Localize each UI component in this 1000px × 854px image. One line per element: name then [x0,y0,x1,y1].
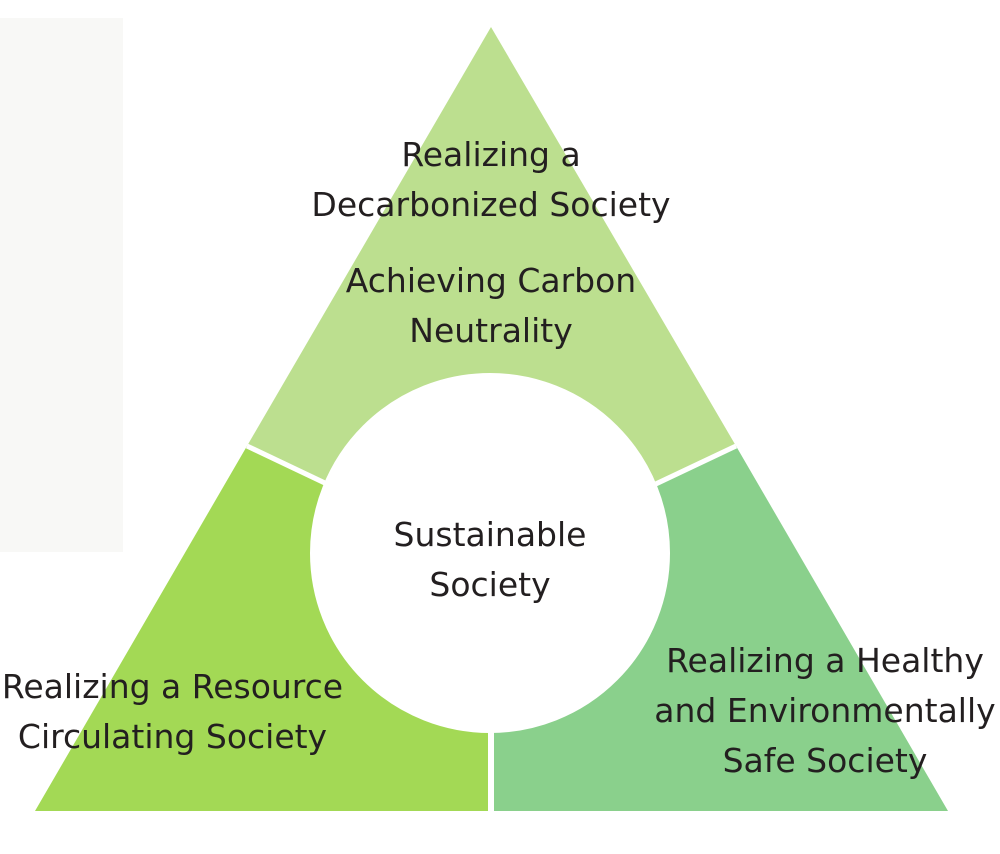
center-label-line-1: Sustainable [393,515,587,554]
right-label: Realizing a Healthy and Environmentally … [650,636,1000,786]
right-label-line-3: Safe Society [722,741,928,780]
center-label-line-2: Society [429,565,551,604]
top-heading: Realizing a Decarbonized Society [291,130,691,230]
top-heading-line-2: Decarbonized Society [311,185,671,224]
top-subheading: Achieving Carbon Neutrality [311,256,671,356]
top-heading-line-1: Realizing a [401,135,581,174]
top-subheading-line-2: Neutrality [409,311,573,350]
top-subheading-line-1: Achieving Carbon [345,261,637,300]
left-label-line-2: Circulating Society [17,717,328,756]
right-label-line-1: Realizing a Healthy [666,641,984,680]
center-label: Sustainable Society [365,510,615,610]
right-label-line-2: and Environmentally [654,691,996,730]
side-panel [0,18,123,552]
center-circle [310,373,670,733]
left-label: Realizing a Resource Circulating Society [0,662,345,762]
left-label-line-1: Realizing a Resource [1,667,344,706]
